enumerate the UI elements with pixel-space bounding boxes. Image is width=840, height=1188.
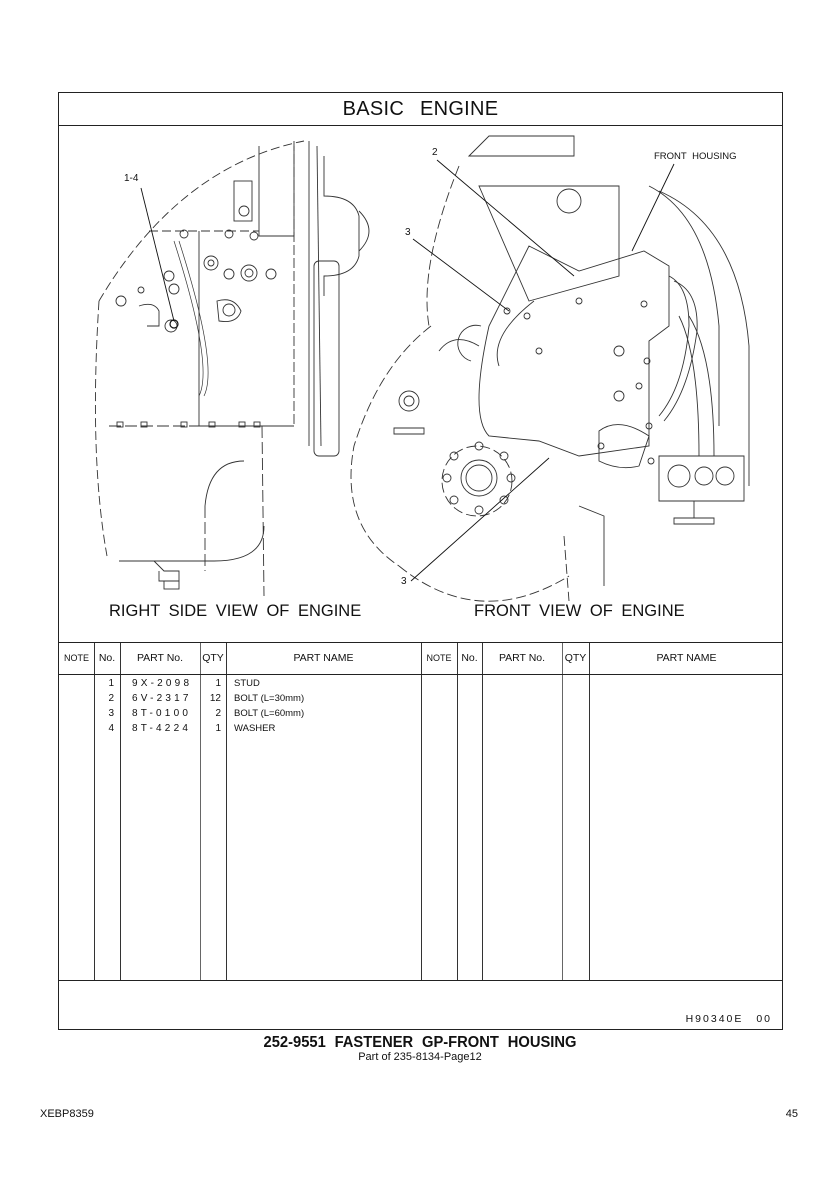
part-number: 9X-2098 <box>132 678 193 689</box>
header-divider <box>59 674 782 675</box>
right-side-view-drawing <box>94 140 370 597</box>
item-number: 2 <box>108 693 114 704</box>
callout-2: 2 <box>432 147 438 158</box>
table-row: 4 8T-4224 1 WASHER <box>59 721 421 736</box>
header-no: No. <box>98 652 116 664</box>
front-view-label: FRONT VIEW OF ENGINE <box>474 602 685 620</box>
leader-line-front-housing <box>631 163 675 252</box>
callout-front-housing: FRONT HOUSING <box>654 151 737 162</box>
col-divider <box>589 643 590 980</box>
callout-3-lower: 3 <box>401 576 407 587</box>
right-side-view-label: RIGHT SIDE VIEW OF ENGINE <box>109 602 362 620</box>
document-id: XEBP8359 <box>40 1108 94 1120</box>
page-number: 45 <box>785 1108 798 1120</box>
part-name: STUD <box>234 678 260 689</box>
table-row: 1 9X-2098 1 STUD <box>59 676 421 691</box>
item-number: 4 <box>108 723 114 734</box>
header-no-right: No. <box>461 652 478 664</box>
col-divider <box>457 643 458 980</box>
leader-line-2 <box>436 159 575 277</box>
parts-page-frame: BASIC ENGINE <box>58 92 783 1030</box>
col-divider <box>200 643 201 980</box>
callout-3-upper: 3 <box>405 227 411 238</box>
leader-line-1-4 <box>140 187 175 322</box>
col-divider <box>94 643 95 980</box>
table-row: 3 8T-0100 2 BOLT (L=60mm) <box>59 706 421 721</box>
col-divider <box>562 643 563 980</box>
stud-location-marker <box>169 319 179 329</box>
quantity: 1 <box>215 678 221 689</box>
quantity: 1 <box>215 723 221 734</box>
header-note-right: NOTE <box>426 653 452 663</box>
header-part-no: PART No. <box>136 652 184 664</box>
header-part-no-right: PART No. <box>498 652 546 664</box>
quantity: 2 <box>215 708 221 719</box>
part-name: BOLT (L=60mm) <box>234 708 305 719</box>
part-number: 8T-0100 <box>132 708 192 719</box>
engine-drawing <box>94 135 750 602</box>
table-row: 2 6V-2317 12 BOLT (L=30mm) <box>59 691 421 706</box>
header-part-name-right: PART NAME <box>656 652 717 664</box>
quantity: 12 <box>209 693 221 704</box>
drawing-number: H90340E <box>685 1013 744 1025</box>
page-title: BASIC ENGINE <box>59 93 782 126</box>
header-qty-right: QTY <box>564 652 587 664</box>
part-number: 8T-4224 <box>132 723 192 734</box>
parts-table: NOTE No. PART No. QTY PART NAME NOTE No.… <box>59 642 782 980</box>
col-divider <box>120 643 121 980</box>
group-subtitle: Part of 235-8134-Page12 <box>358 1051 482 1063</box>
drawing-reference-box: H90340E 00 <box>59 980 782 1031</box>
part-number: 6V-2317 <box>132 693 192 704</box>
col-divider <box>482 643 483 980</box>
leader-line-3-lower <box>410 457 550 582</box>
item-number: 3 <box>108 708 114 719</box>
front-view-drawing <box>350 135 750 602</box>
drawing-code: H90340E 00 <box>686 1013 772 1025</box>
drawing-revision: 00 <box>756 1013 772 1025</box>
page-title-text: BASIC ENGINE <box>342 98 499 120</box>
header-note: NOTE <box>63 653 89 663</box>
engine-illustration: 1-4 2 3 3 FRONT HOUSING RIGHT SIDE VIEW … <box>59 126 782 641</box>
callout-1-4: 1-4 <box>124 173 139 184</box>
part-name: BOLT (L=30mm) <box>234 693 305 704</box>
col-divider <box>226 643 227 980</box>
item-number: 1 <box>108 678 114 689</box>
group-title: 252-9551 FASTENER GP-FRONT HOUSING <box>263 1034 577 1051</box>
header-part-name: PART NAME <box>293 652 354 664</box>
part-name: WASHER <box>234 723 276 734</box>
header-qty: QTY <box>202 652 224 664</box>
leader-line-3-upper <box>412 238 510 312</box>
col-divider <box>421 643 422 980</box>
